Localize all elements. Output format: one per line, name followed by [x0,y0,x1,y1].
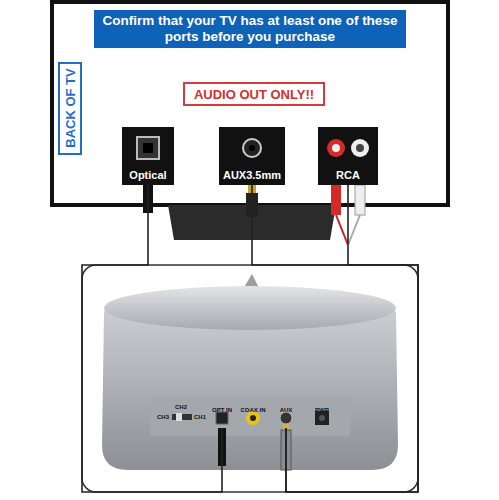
channel-switch [172,414,192,420]
coax-jack-hole [250,415,256,421]
port-label: Optical [129,169,166,181]
label-box: AUDIO OUT ONLY!! [183,82,325,106]
optical-socket-hole [143,143,153,153]
device-dome [104,286,396,330]
audio-cable [252,185,418,492]
rca-red-cable [336,215,348,245]
port-icon [126,135,170,161]
rca-socket-hole [356,144,364,152]
port-icon [326,135,370,161]
switch-label: CH3 [157,414,169,420]
box-text: AUDIO OUT ONLY!! [194,87,314,102]
optical-jack [216,412,228,424]
jack-label: OPT IN [212,407,232,413]
port-label: RCA [336,169,360,181]
jack-label: AUX [280,407,293,413]
device-jack: AUX [274,398,298,428]
rca-white-socket [351,139,369,157]
rca-red-socket [327,139,345,157]
device-frame [82,265,418,492]
aux-socket [243,139,261,157]
power-jack [315,411,329,425]
port-label: AUX3.5mm [223,169,281,181]
aux-socket-hole [249,145,255,151]
rca-white-plug [355,185,365,215]
label-box: BACK OF TV [58,62,82,155]
jack-label: COAX IN [240,407,265,413]
rca-red-plug [331,185,341,215]
rca-socket-hole [332,144,340,152]
tv-port: Optical [122,127,174,185]
box-text: Confirm that your TV has at least one of… [98,13,402,45]
audio-cable [82,185,222,492]
notice-banner: Confirm that your TV has at least one of… [94,10,406,48]
device-jack: PWR [308,398,336,428]
power-jack-hole [319,415,325,421]
box-text: BACK OF TV [64,68,77,147]
tv-frame [52,2,448,205]
device-jack: OPT IN [208,398,236,428]
switch-label: CH2 [175,404,187,410]
device-back-panel [150,396,350,436]
port-icon [230,135,274,161]
jack-label: PWR [315,407,329,413]
rca-white-cable [348,215,360,245]
coax-jack [246,411,260,425]
switch-knob [176,413,182,421]
optical-socket [137,137,159,159]
tv-port: AUX3.5mm [219,127,285,185]
tv-port: RCA [318,127,378,185]
audio-cable [286,185,418,492]
aux-jack [280,412,292,424]
device-jack: COAX IN [238,398,268,428]
switch-label: CH1 [194,414,206,420]
